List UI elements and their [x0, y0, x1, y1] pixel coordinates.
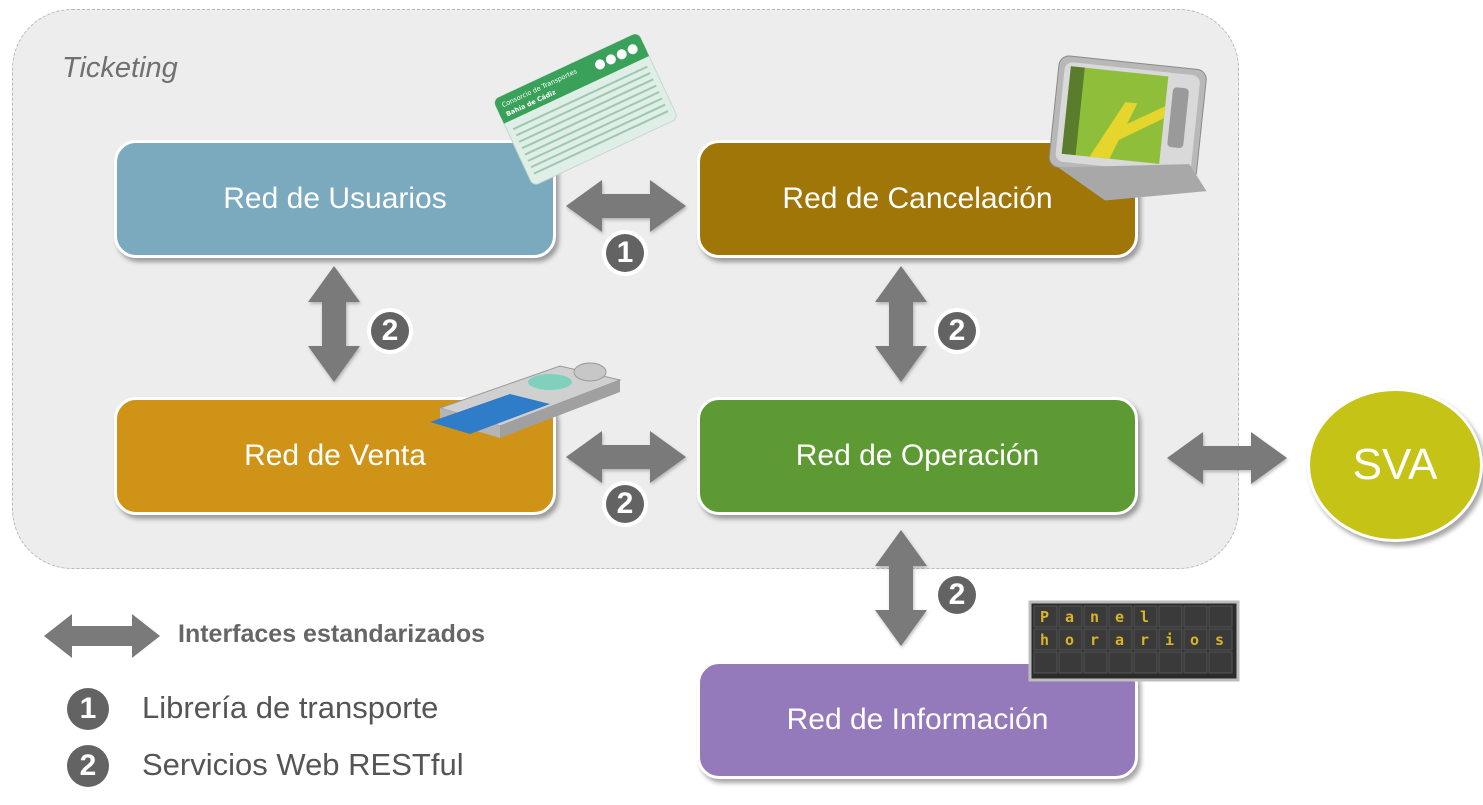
node-label: SVA: [1352, 440, 1438, 489]
arrow-usuarios-venta: [308, 266, 360, 382]
badge-number: 2: [606, 485, 644, 523]
node-label: Red de Operación: [795, 439, 1040, 472]
arrow-operacion-informacion: [875, 530, 927, 646]
node-label: Red de Cancelación: [782, 182, 1053, 215]
badge-usuarios-venta: 2: [367, 308, 413, 354]
badge-venta-operacion: 2: [602, 481, 648, 527]
legend-arrow: [44, 614, 160, 658]
ticketing-label: Ticketing: [62, 52, 178, 84]
badge-number: 2: [938, 312, 976, 350]
node-red-de-operacion: Red de Operación: [697, 397, 1138, 515]
node-label: Red de Venta: [244, 439, 426, 472]
legend-badge-number: 2: [67, 745, 109, 787]
badge-number: 1: [606, 234, 644, 272]
badge-number: 2: [371, 312, 409, 350]
arrow-cancelacion-operacion: [875, 266, 927, 382]
legend-badge-2: 2: [63, 741, 113, 791]
legend-badge-number: 1: [67, 688, 109, 730]
badge-operacion-informacion: 2: [934, 572, 980, 618]
legend-item-servicios: Servicios Web RESTful: [142, 747, 464, 782]
node-red-de-cancelacion: Red de Cancelación: [697, 140, 1138, 258]
badge-usuarios-cancelacion: 1: [602, 230, 648, 276]
node-red-de-usuarios: Red de Usuarios: [114, 140, 556, 258]
arrow-venta-operacion: [566, 431, 686, 483]
legend-item-libreria: Librería de transporte: [142, 690, 439, 725]
arrow-operacion-sva: [1167, 432, 1287, 484]
node-sva: SVA: [1307, 388, 1483, 542]
node-red-de-venta: Red de Venta: [114, 397, 556, 515]
arrow-usuarios-cancelacion: [566, 180, 686, 232]
badge-number: 2: [938, 576, 976, 614]
badge-cancelacion-operacion: 2: [934, 308, 980, 354]
node-label: Red de Usuarios: [223, 182, 447, 215]
legend-badge-1: 1: [63, 684, 113, 734]
node-red-de-informacion: Red de Información: [697, 661, 1138, 779]
legend-title: Interfaces estandarizados: [178, 620, 486, 648]
node-label: Red de Información: [786, 703, 1049, 736]
